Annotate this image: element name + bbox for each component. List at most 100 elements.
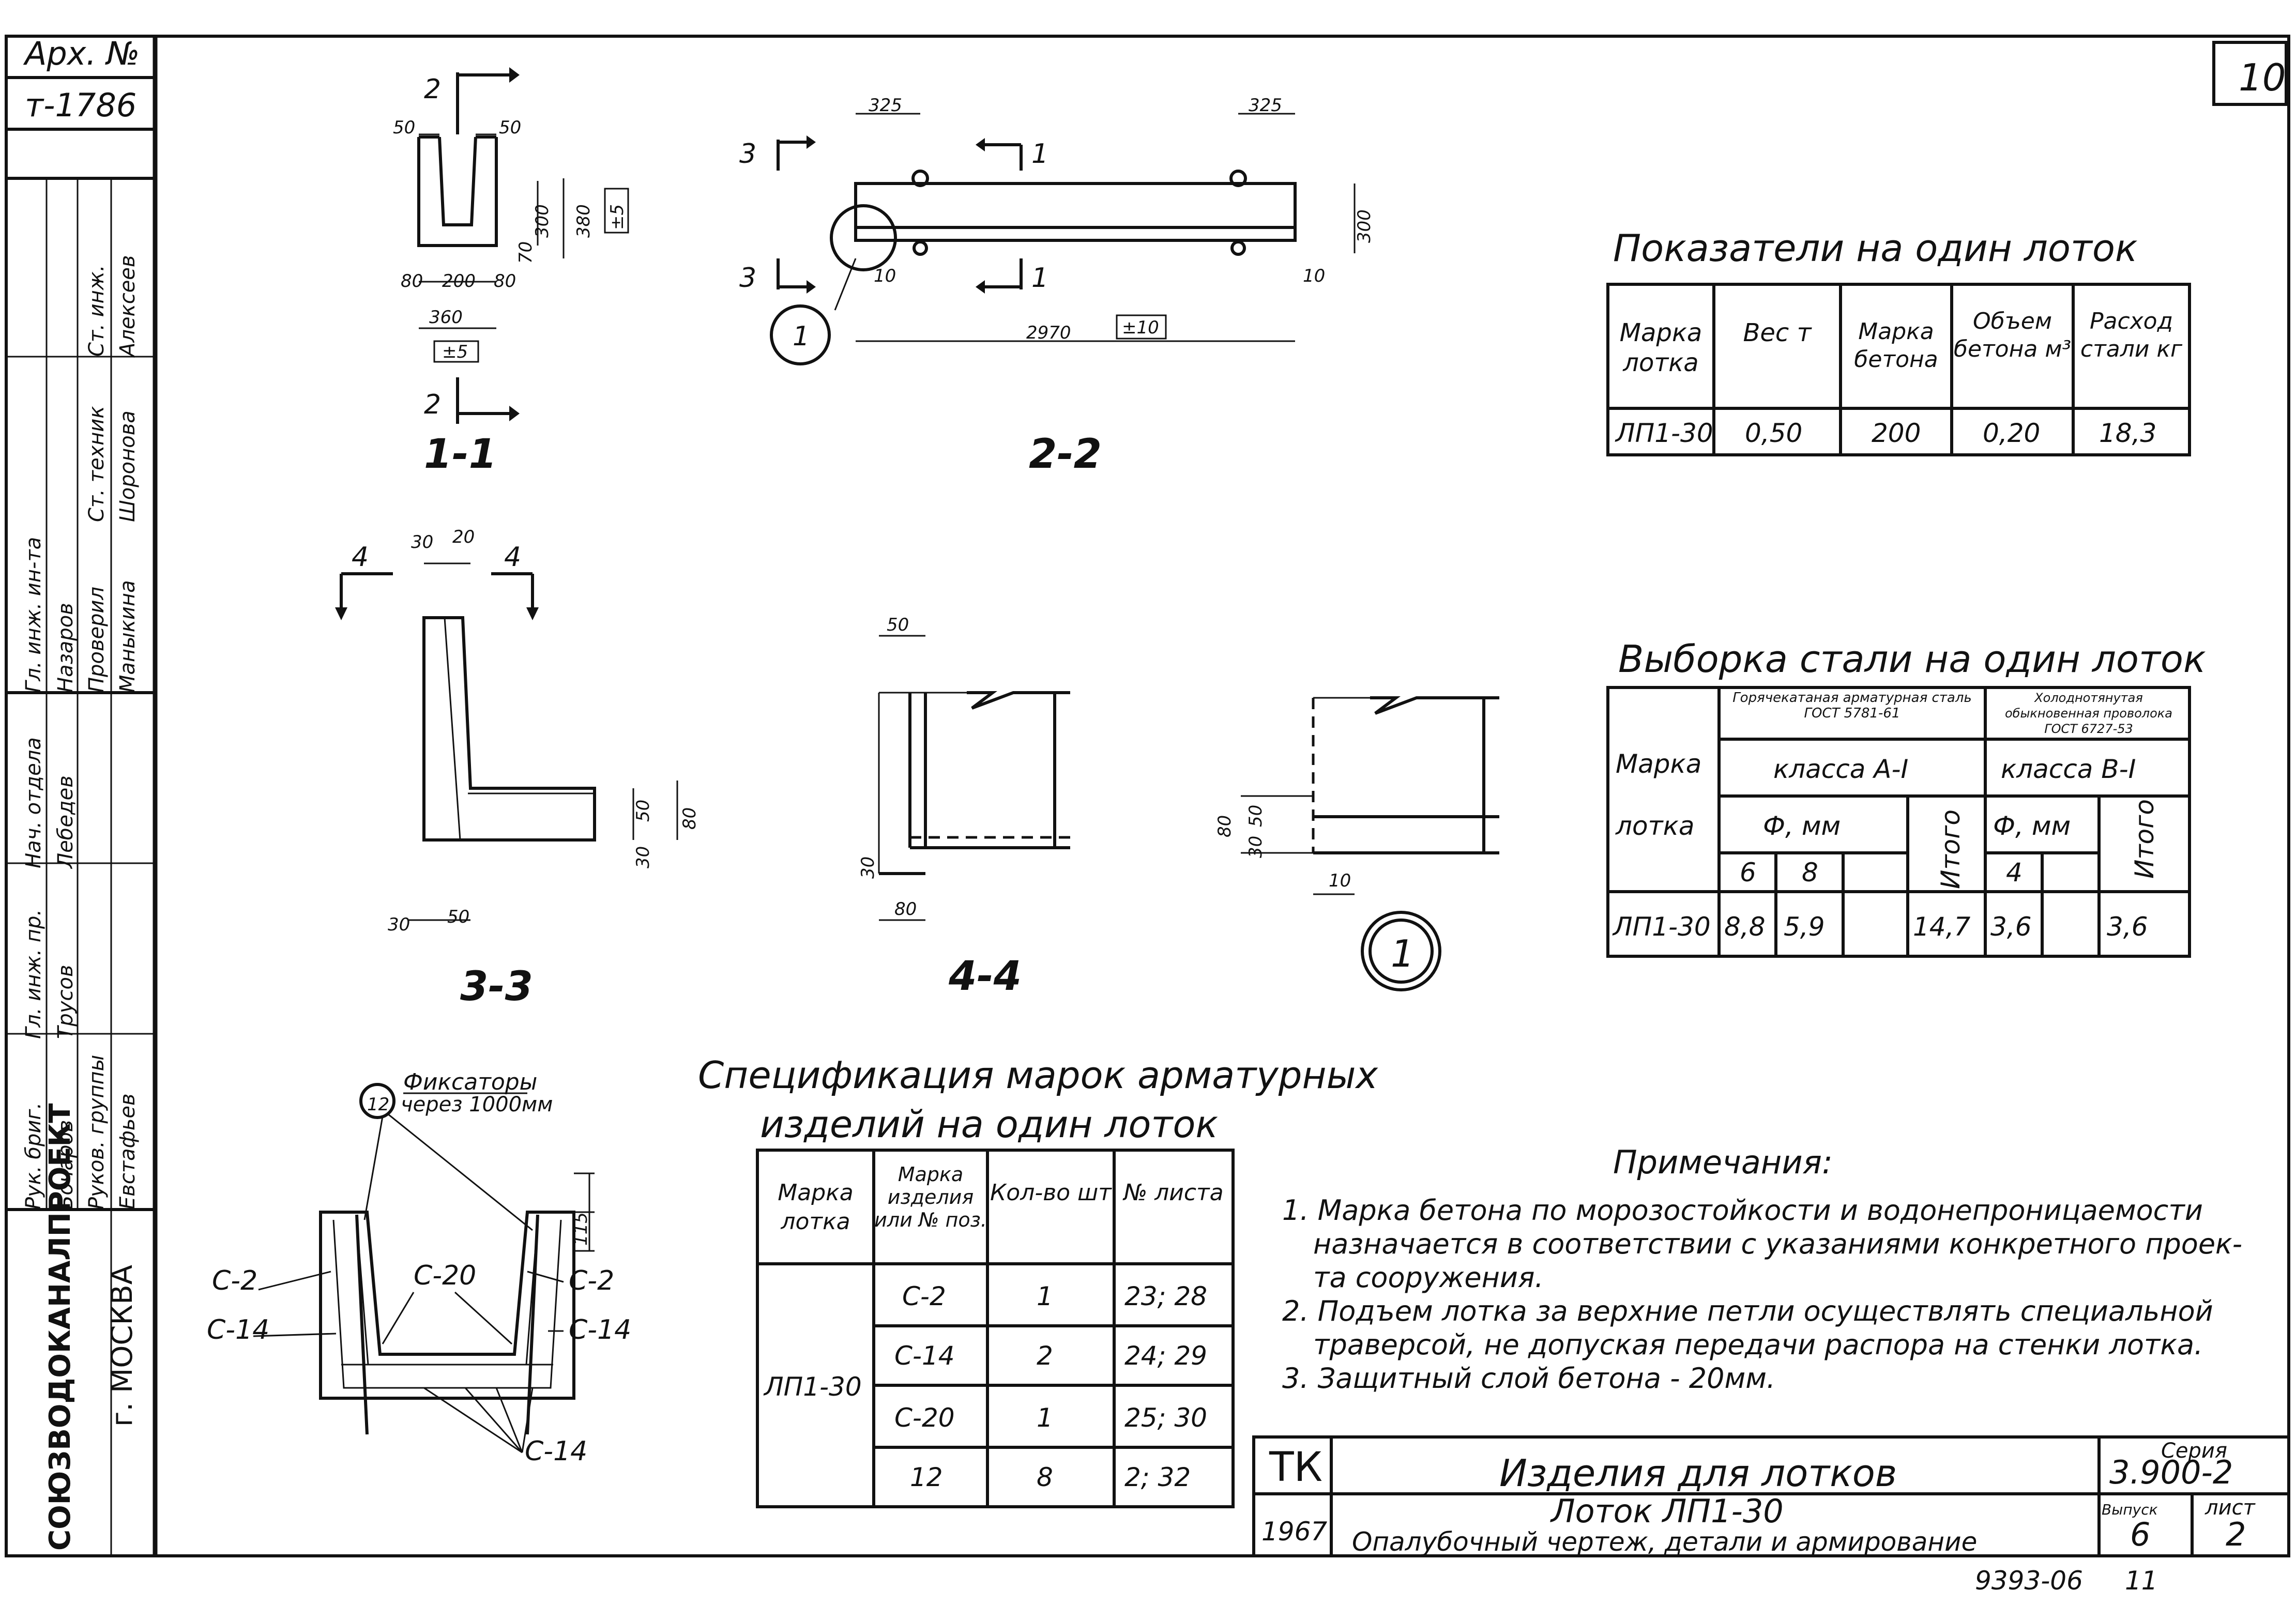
- spec-h-item: Марка изделия или № поз.: [874, 1163, 987, 1231]
- dim-d1-80: 80: [1214, 815, 1235, 837]
- steel-total-a: 14,7: [1913, 912, 1971, 942]
- spec-title-2: изделий на один лоток: [760, 1103, 1218, 1146]
- steel-h-mark-2: лотка: [1615, 811, 1695, 841]
- note-line-2: назначается в соответствии с указаниями …: [1313, 1228, 2242, 1260]
- sheet-frame: [5, 35, 2290, 1557]
- section-label-1-1: 1-1: [424, 431, 497, 478]
- role-8: Руков. группы: [85, 1055, 109, 1210]
- detail-marker-1: 1: [793, 321, 810, 352]
- dim-3-3-80: 80: [679, 807, 700, 830]
- name-6: Шоронова: [116, 410, 140, 522]
- dim-2-2-10b: 10: [1303, 266, 1325, 286]
- dim-4-4-80: 80: [894, 899, 917, 920]
- dim-2-2-300: 300: [1354, 209, 1375, 243]
- section-label-3-3: 3-3: [460, 963, 533, 1010]
- name-7: Алексеев: [116, 255, 140, 358]
- spec-r4-sheet: 2; 32: [1124, 1462, 1191, 1492]
- notes: Примечания: 1. Марка бетона по морозосто…: [1282, 1143, 2242, 1395]
- section-2-2: 325 325 300 10 10 2970 ±10 3 3 1 1 1 2-2: [739, 95, 1375, 478]
- spec-r3-item: С-20: [894, 1403, 955, 1433]
- section-label-2-2: 2-2: [1029, 431, 1102, 478]
- issue-value: 6: [2130, 1516, 2150, 1553]
- ind-h-steel: Расход стали кг: [2080, 308, 2183, 362]
- dim-d1-10: 10: [1329, 870, 1351, 891]
- title-line-3: Опалубочный чертеж, детали и армирование: [1352, 1527, 1977, 1557]
- spec-r2-item: С-14: [894, 1341, 955, 1371]
- spec-r1-item: С-2: [902, 1281, 946, 1311]
- dim-1-1-200: 200: [442, 271, 476, 292]
- dim-3-3-50: 50: [633, 800, 653, 822]
- dim-1-1-360: 360: [429, 307, 463, 328]
- steel-h-cold: Холоднотянутая обыкновенная проволока ГО…: [2004, 691, 2173, 736]
- org-city: г. МОСКВА: [105, 1265, 139, 1427]
- section-4-4: 50 30 80 4-4: [858, 615, 1070, 1000]
- dim-3-3-30c: 30: [388, 914, 410, 935]
- rebar-c2-right: С-2: [569, 1265, 614, 1296]
- series-label: Серия: [2161, 1439, 2227, 1463]
- dim-d1-50: 50: [1245, 805, 1266, 827]
- rebar-c14-right: С-14: [569, 1314, 631, 1345]
- spec-r1-sheet: 23; 28: [1124, 1281, 1207, 1311]
- steel-h-total-a: Итого: [1936, 809, 1966, 889]
- spec-r2-qty: 2: [1037, 1341, 1053, 1371]
- footer-code: 9393-06: [1975, 1566, 2083, 1596]
- role-7: Ст. инж.: [85, 265, 109, 357]
- dim-3-3-50b: 50: [447, 907, 469, 927]
- archive-label: Арх. №: [23, 35, 140, 72]
- cut-1-bottom: 1: [1031, 263, 1048, 294]
- ind-mark: ЛП1-30: [1615, 418, 1713, 448]
- dim-3-3-30: 30: [411, 532, 433, 553]
- spec-r4-item: 12: [910, 1462, 943, 1492]
- title-line-2: Лоток ЛП1-30: [1550, 1492, 1784, 1530]
- role-6: Ст. техник: [85, 406, 109, 522]
- notes-title: Примечания:: [1613, 1143, 1833, 1181]
- org-name: СОЮЗВОДОКАНАЛПРОЕКТ: [43, 1103, 77, 1551]
- steel-title: Выборка стали на один лоток: [1618, 637, 2206, 681]
- fixator-spacing: через 1000мм: [401, 1093, 553, 1116]
- dim-2-2-325b: 325: [1249, 95, 1282, 116]
- sheet-label: лист: [2204, 1496, 2256, 1520]
- dim-4-4-30: 30: [858, 856, 878, 879]
- table-indicators: Показатели на один лоток Марка лотка Вес…: [1606, 226, 2191, 456]
- spec-h-mark: Марка лотка: [778, 1180, 854, 1235]
- dim-3-3-20: 20: [452, 527, 475, 547]
- name-1: Бочаров: [54, 1120, 78, 1210]
- role-3: Нач. отдела: [22, 737, 45, 868]
- spec-r4-qty: 8: [1037, 1462, 1053, 1492]
- cut-3-top: 3: [739, 139, 756, 170]
- dim-d1-30: 30: [1245, 836, 1266, 858]
- rebar-c14-left: С-14: [207, 1314, 269, 1345]
- note-line-4: 2. Подъем лотка за верхние петли осущест…: [1282, 1295, 2213, 1327]
- dim-2-2-tol: ±10: [1122, 317, 1159, 338]
- spec-title-1: Спецификация марок арматурных: [698, 1053, 1378, 1097]
- dim-1-1-80a: 80: [401, 271, 423, 292]
- cut-2-top: 2: [424, 74, 441, 105]
- dim-115: 115: [571, 1212, 591, 1246]
- sheet-value: 2: [2226, 1516, 2246, 1553]
- dim-1-1-300: 300: [532, 204, 553, 238]
- cut-4-right: 4: [504, 542, 521, 573]
- series-value: 3.900-2: [2109, 1454, 2233, 1491]
- note-line-5: траверсой, не допуская передачи распора …: [1313, 1328, 2203, 1361]
- note-line-1: 1. Марка бетона по морозостойкости и вод…: [1282, 1194, 2203, 1227]
- table-spec: Спецификация марок арматурных изделий на…: [698, 1053, 1378, 1508]
- sheet-number: 10: [2239, 56, 2286, 99]
- ind-h-volume: Объем бетона м³: [1953, 308, 2072, 362]
- ind-h-concrete: Марка бетона: [1854, 318, 1938, 373]
- name-8: Евстафьев: [116, 1093, 140, 1210]
- spec-r3-sheet: 25; 30: [1124, 1403, 1207, 1433]
- cut-1-top: 1: [1031, 139, 1048, 170]
- ind-h-weight: Вес т: [1743, 318, 1812, 347]
- steel-a6: 8,8: [1724, 912, 1766, 942]
- spec-h-qty: Кол-во шт: [990, 1180, 1112, 1206]
- fixator-mark: 12: [367, 1094, 389, 1115]
- reinforcement-section: 12 Фиксаторы через 1000мм 115 С-2 С-2 С-…: [207, 1069, 631, 1467]
- ind-volume: 0,20: [1983, 418, 2040, 448]
- tk-label: ТК: [1269, 1444, 1322, 1491]
- cut-3-bottom: 3: [739, 263, 756, 294]
- cut-2-bottom: 2: [424, 389, 441, 420]
- name-5: Маныкина: [116, 580, 140, 693]
- role-1: Рук. бриг.: [22, 1103, 45, 1210]
- steel-h-d8: 8: [1802, 858, 1818, 888]
- detail-label-1: 1: [1391, 932, 1415, 975]
